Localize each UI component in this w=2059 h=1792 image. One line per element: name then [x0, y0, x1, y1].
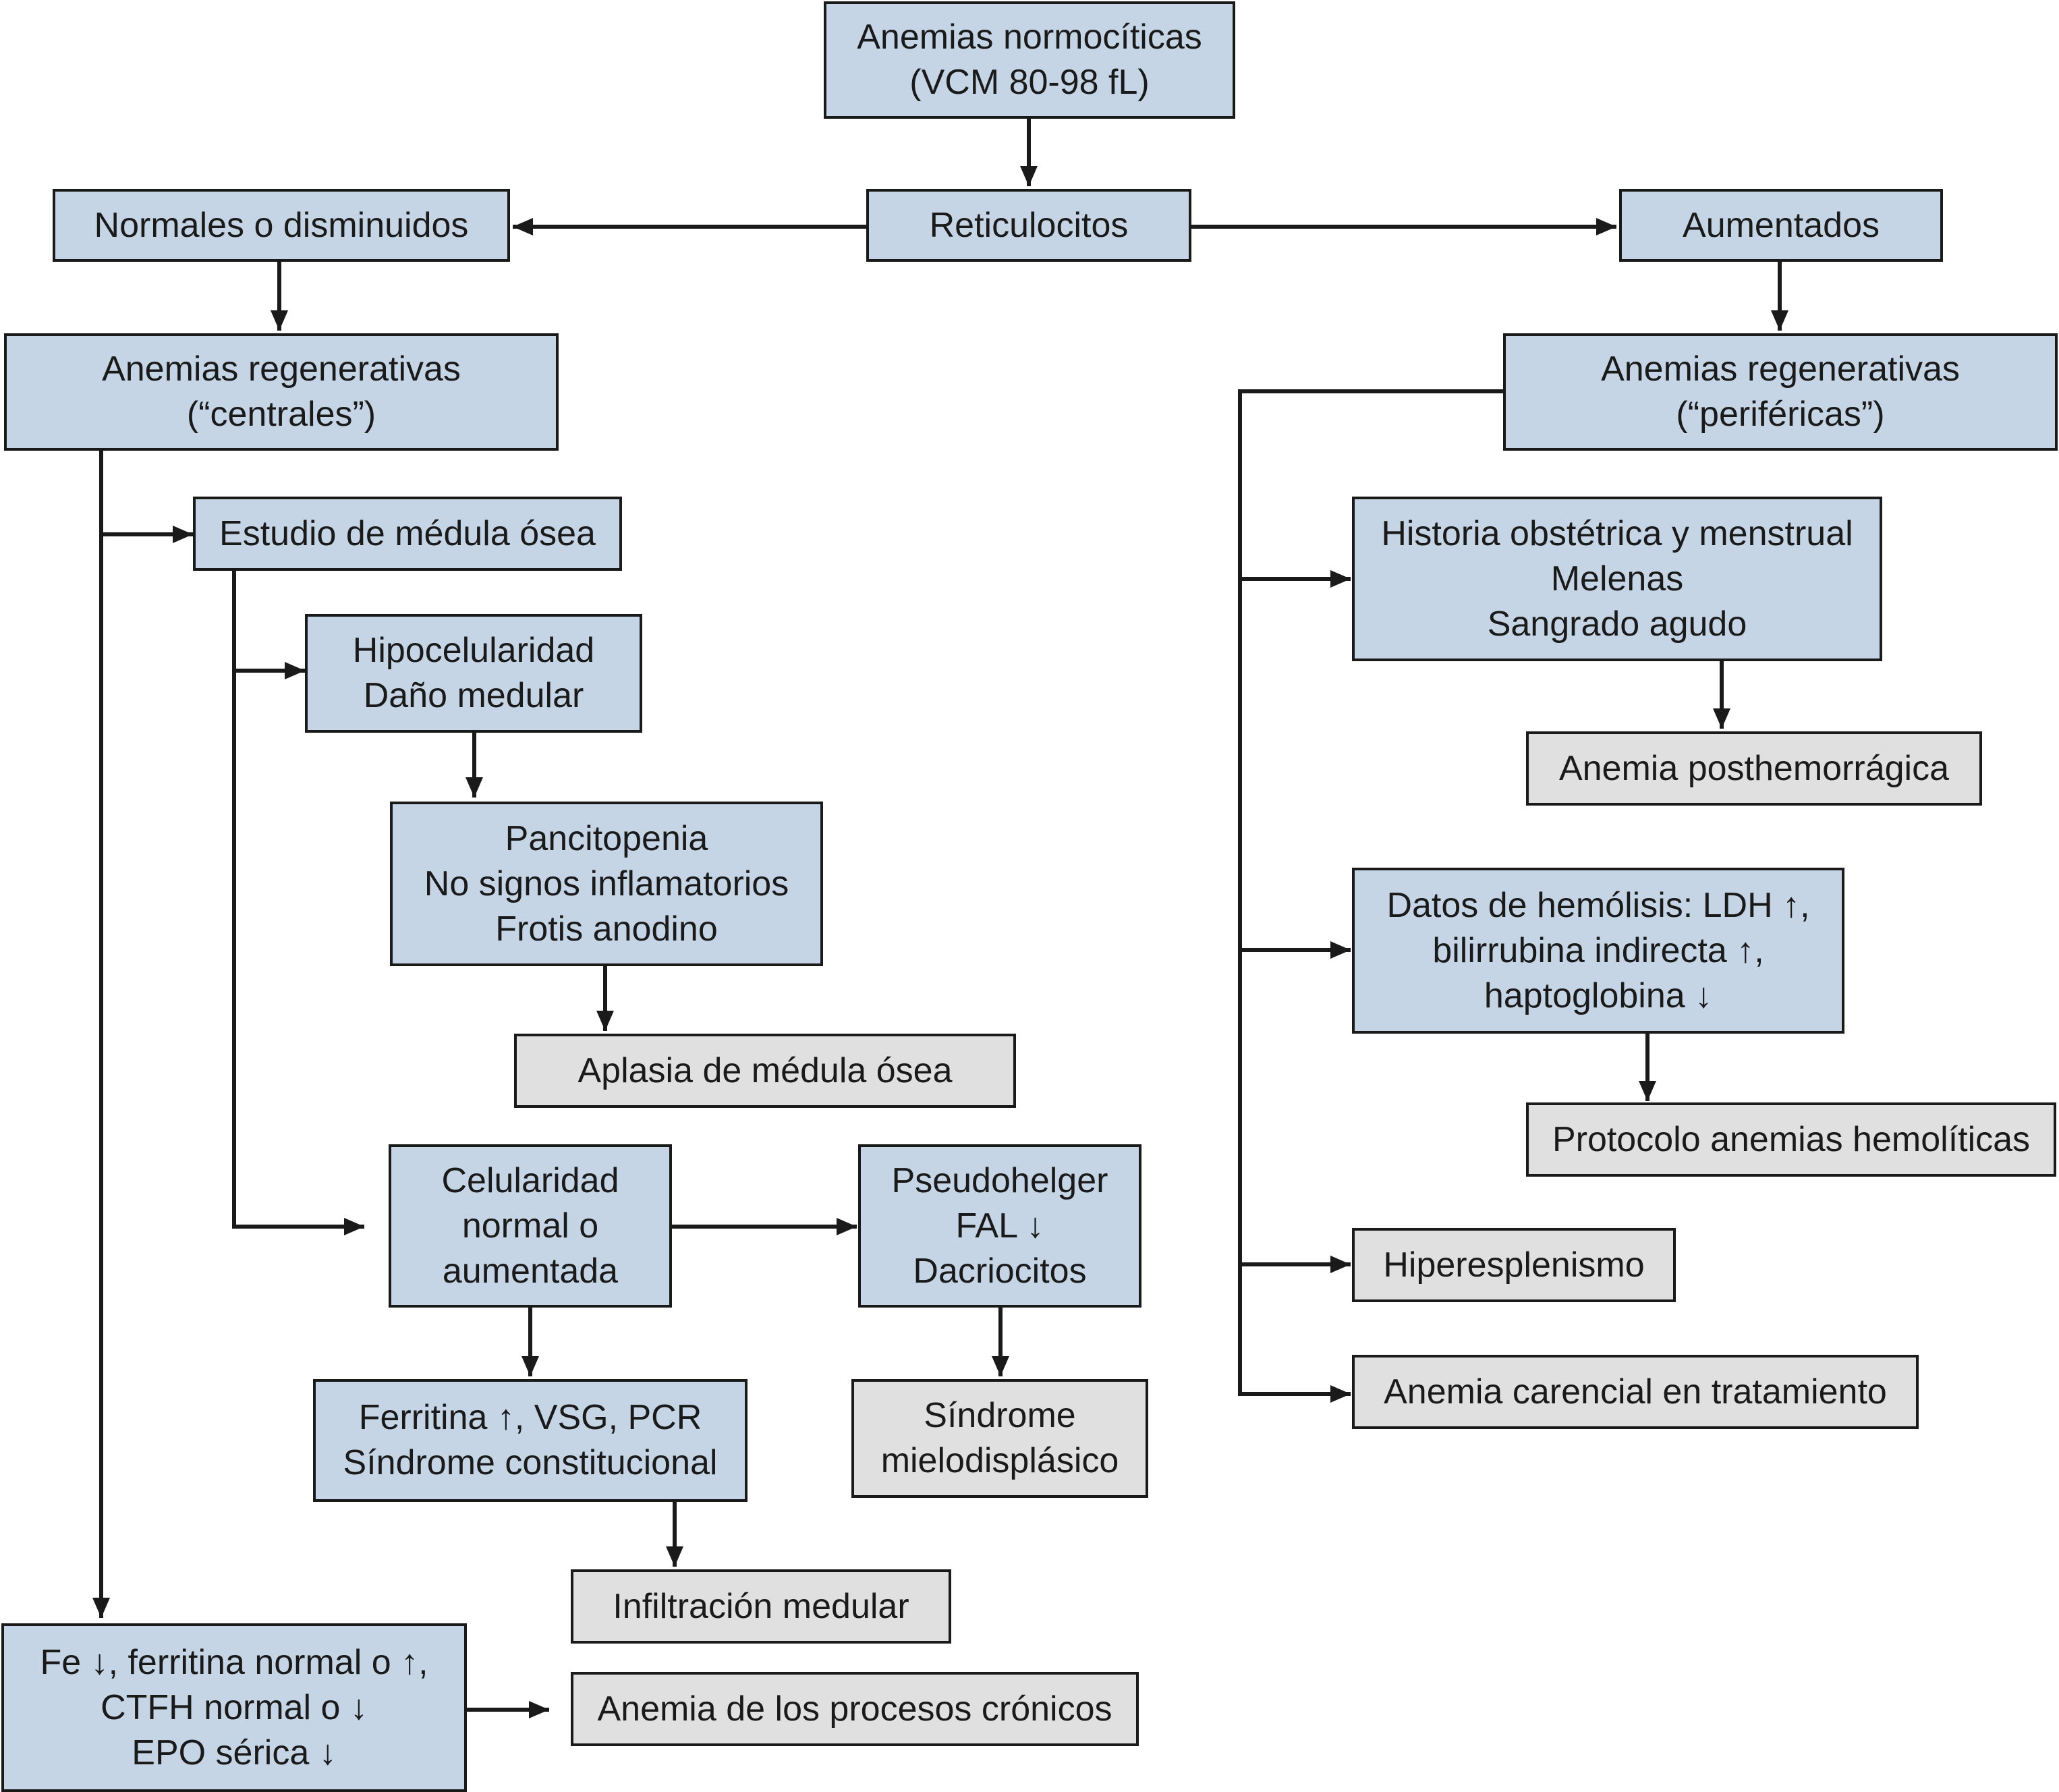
node-anemia-carencial: Anemia carencial en tratamiento	[1352, 1355, 1919, 1429]
node-text-line: haptoglobina ↓	[1484, 976, 1713, 1015]
node-text-line: aumentada	[442, 1251, 619, 1291]
node-text-line: Estudio de médula ósea	[219, 513, 596, 553]
node-text-line: Anemia carencial en tratamiento	[1384, 1372, 1887, 1411]
node-anemia-posthemorragica: Anemia posthemorrágica	[1526, 731, 1982, 806]
node-text-line: (“periféricas”)	[1676, 395, 1885, 434]
node-protocolo-hemoliticas: Protocolo anemias hemolíticas	[1526, 1102, 2056, 1177]
node-text-line: Aplasia de médula ósea	[577, 1051, 953, 1090]
trunk-perifericas	[1238, 389, 1503, 1403]
node-text-line: Melenas	[1550, 559, 1684, 598]
node-text-line: CTFH normal o ↓	[101, 1687, 368, 1727]
node-text-line: Pancitopenia	[505, 818, 708, 858]
node-hiperesplenismo: Hiperesplenismo	[1352, 1228, 1676, 1302]
node-sindrome-mielodisplasico: Síndrome mielodisplásico	[851, 1379, 1148, 1498]
node-reticulocitos: Reticulocitos	[866, 189, 1191, 262]
node-anemias-perifericas: Anemias regenerativas (“periféricas”)	[1503, 333, 2058, 451]
node-aumentados: Aumentados	[1619, 189, 1943, 262]
node-text-line: (“centrales”)	[186, 395, 376, 434]
node-text-line: Síndrome	[924, 1396, 1076, 1435]
node-anemias-centrales: Anemias regenerativas (“centrales”)	[4, 333, 559, 451]
node-infiltracion-medular: Infiltración medular	[571, 1569, 951, 1644]
node-text-line: FAL ↓	[955, 1206, 1044, 1245]
node-aplasia-medula-osea: Aplasia de médula ósea	[514, 1034, 1016, 1108]
node-text-line: Aumentados	[1683, 205, 1880, 245]
node-text-line: Celularidad	[441, 1160, 619, 1200]
node-text-line: Anemias regenerativas	[1601, 349, 1960, 389]
node-text-line: Síndrome constitucional	[343, 1443, 718, 1482]
trunk-medula	[232, 571, 364, 1235]
node-ferritina: Ferritina ↑, VSG, PCR Síndrome constituci…	[313, 1379, 748, 1502]
node-celularidad: Celularidad normal o aumentada	[389, 1144, 672, 1308]
node-text-line: Sangrado agudo	[1487, 604, 1747, 644]
node-text-line: Reticulocitos	[929, 205, 1129, 245]
node-text-line: EPO sérica ↓	[132, 1733, 337, 1772]
node-anemia-procesos-cronicos: Anemia de los procesos crónicos	[571, 1672, 1139, 1746]
node-text-line: Hiperesplenismo	[1383, 1245, 1645, 1285]
node-normales-o-disminuidos: Normales o disminuidos	[53, 189, 510, 262]
node-text-line: Daño medular	[363, 676, 584, 715]
node-text-line: Anemia de los procesos crónicos	[597, 1689, 1112, 1729]
node-text-line: Anemia posthemorrágica	[1558, 748, 1950, 788]
node-anemias-normociticas: Anemias normocíticas (VCM 80-98 fL)	[824, 1, 1235, 119]
node-text-line: Ferritina ↑, VSG, PCR	[358, 1398, 702, 1437]
node-text-line: Normales o disminuidos	[94, 205, 469, 245]
node-text-line: Pseudohelger	[891, 1160, 1108, 1200]
node-text-line: No signos inflamatorios	[424, 864, 789, 903]
node-text-line: mielodisplásico	[880, 1441, 1119, 1480]
node-fe-ferritina: Fe ↓, ferritina normal o ↑, CTFH normal o…	[1, 1623, 467, 1792]
node-text-line: Fe ↓, ferritina normal o ↑,	[40, 1642, 428, 1682]
node-text-line: (VCM 80-98 fL)	[909, 63, 1150, 102]
node-text-line: Frotis anodino	[495, 909, 718, 949]
node-text-line: Anemias normocíticas	[857, 18, 1202, 57]
node-text-line: Dacriocitos	[913, 1251, 1087, 1291]
node-text-line: bilirrubina indirecta ↑,	[1432, 930, 1764, 970]
node-text-line: normal o	[461, 1206, 599, 1245]
node-text-line: Anemias regenerativas	[102, 349, 461, 389]
node-text-line: Hipocelularidad	[352, 631, 595, 670]
node-text-line: Infiltración medular	[613, 1586, 909, 1626]
node-text-line: Protocolo anemias hemolíticas	[1552, 1119, 2031, 1159]
node-estudio-medula-osea: Estudio de médula ósea	[193, 497, 622, 571]
node-text-line: Historia obstétrica y menstrual	[1381, 513, 1853, 553]
node-text-line: Datos de hemólisis: LDH ↑,	[1386, 885, 1810, 925]
node-datos-hemolisis: Datos de hemólisis: LDH ↑, bilirrubina in…	[1352, 868, 1844, 1034]
